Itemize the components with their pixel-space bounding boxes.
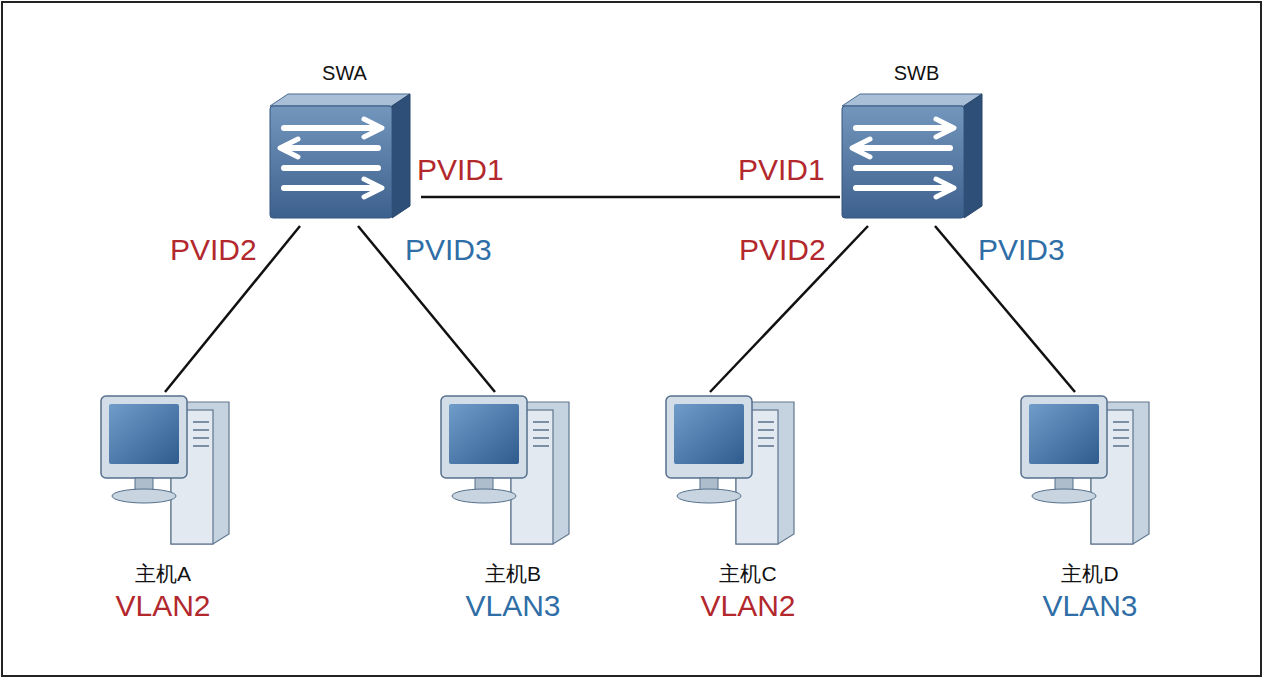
switch-name: SWB xyxy=(840,60,993,86)
monitor-screen xyxy=(1029,404,1099,464)
vlan-label: VLAN2 xyxy=(75,588,251,624)
switch-name: SWA xyxy=(268,60,421,86)
port-pvid: PVID3 xyxy=(403,232,494,267)
link-line xyxy=(710,226,868,392)
drive-slot xyxy=(1113,421,1129,423)
vlan-label: VLAN2 xyxy=(660,588,836,624)
drive-slot xyxy=(1113,437,1129,439)
drive-slot xyxy=(758,429,774,431)
host-icon xyxy=(435,392,575,552)
drive-slot xyxy=(533,421,549,423)
monitor-base xyxy=(112,489,176,503)
host-name: 主机C xyxy=(660,560,836,588)
switch-front xyxy=(270,106,392,218)
drive-slot xyxy=(193,429,209,431)
drive-slot xyxy=(533,445,549,447)
host-node: 主机DVLAN3 xyxy=(1002,392,1178,624)
drive-slot xyxy=(193,437,209,439)
port-pvid: PVID2 xyxy=(737,232,828,267)
switch-arrow xyxy=(284,145,378,151)
drive-slot xyxy=(758,421,774,423)
switch-arrow xyxy=(856,145,950,151)
switch-arrowhead xyxy=(936,179,954,197)
drive-slot xyxy=(533,437,549,439)
host-name: 主机A xyxy=(75,560,251,588)
switch-icon xyxy=(840,86,985,226)
host-name: 主机B xyxy=(425,560,601,588)
switch-top xyxy=(842,94,982,106)
switch-arrowhead xyxy=(852,139,870,157)
monitor-bezel xyxy=(666,396,752,478)
host-node: 主机CVLAN2 xyxy=(660,392,836,624)
switch-icon xyxy=(268,86,413,226)
link-line xyxy=(935,226,1075,392)
drive-slot xyxy=(1113,445,1129,447)
port-pvid: PVID1 xyxy=(415,152,506,187)
port-pvid: PVID1 xyxy=(736,152,827,187)
switch-arrow xyxy=(284,165,378,171)
vlan-label: VLAN3 xyxy=(1002,588,1178,624)
switch-arrowhead xyxy=(936,119,954,137)
monitor-bezel xyxy=(101,396,187,478)
monitor-bezel xyxy=(1021,396,1107,478)
switch-front xyxy=(842,106,964,218)
monitor-bezel xyxy=(441,396,527,478)
drive-slot xyxy=(1113,429,1129,431)
link-line xyxy=(421,196,840,199)
drive-slot xyxy=(533,429,549,431)
switch-node: SWA xyxy=(268,60,421,226)
host-name: 主机D xyxy=(1002,560,1178,588)
switch-arrow xyxy=(856,165,950,171)
monitor-screen xyxy=(109,404,179,464)
link-line xyxy=(165,226,300,392)
switch-side xyxy=(392,94,410,218)
monitor-base xyxy=(452,489,516,503)
switch-arrowhead xyxy=(364,179,382,197)
port-pvid: PVID3 xyxy=(976,232,1067,267)
host-node: 主机AVLAN2 xyxy=(75,392,251,624)
drive-slot xyxy=(193,445,209,447)
switch-node: SWB xyxy=(840,60,993,226)
drive-slot xyxy=(758,445,774,447)
drive-slot xyxy=(193,421,209,423)
host-node: 主机BVLAN3 xyxy=(425,392,601,624)
monitor-base xyxy=(677,489,741,503)
monitor-screen xyxy=(674,404,744,464)
switch-top xyxy=(270,94,410,106)
switch-arrowhead xyxy=(364,119,382,137)
host-icon xyxy=(1015,392,1155,552)
switch-arrow xyxy=(856,125,950,131)
drive-slot xyxy=(758,437,774,439)
link-line xyxy=(358,226,495,392)
monitor-screen xyxy=(449,404,519,464)
switch-side xyxy=(964,94,982,218)
vlan-label: VLAN3 xyxy=(425,588,601,624)
switch-arrow xyxy=(856,185,950,191)
host-icon xyxy=(660,392,800,552)
port-pvid: PVID2 xyxy=(168,232,259,267)
monitor-base xyxy=(1032,489,1096,503)
switch-arrow xyxy=(284,125,378,131)
switch-arrowhead xyxy=(280,139,298,157)
host-icon xyxy=(95,392,235,552)
switch-arrow xyxy=(284,185,378,191)
